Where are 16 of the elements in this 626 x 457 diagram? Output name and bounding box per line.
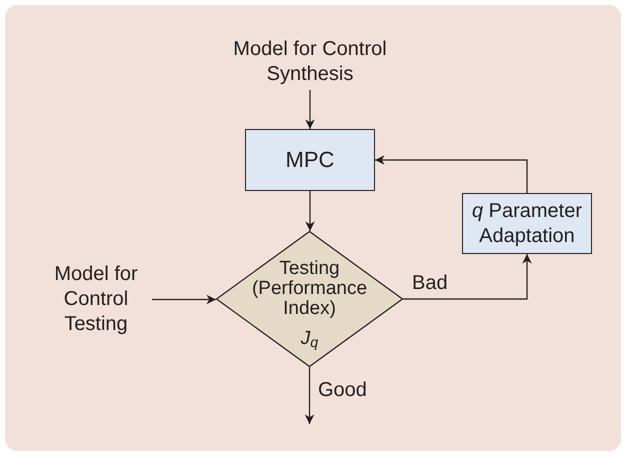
arrow [305,191,315,231]
decision-text: Testing (Performance Index) [250,259,368,319]
arrow [375,155,528,193]
arrow [152,294,216,304]
arrow [403,254,532,300]
box-text: MPC [286,146,334,174]
input-label: Model for Control Testing [53,262,139,337]
index-symbol: J$_{q}$ [300,328,318,349]
process-box [245,129,375,191]
process-box [462,193,592,254]
edge-label: Bad [412,271,448,296]
arrow [305,90,315,129]
box-text: q Parameter Adaptation [470,198,584,248]
input-label: Model for Control Synthesis [232,37,388,87]
arrow [304,367,314,424]
edge-label: Good [318,378,367,403]
